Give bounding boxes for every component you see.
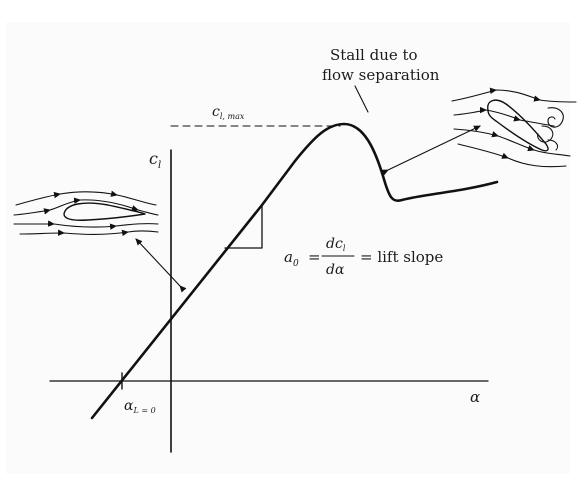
slope-numerator: dcl: [326, 236, 346, 253]
stall-leader-line: [354, 85, 369, 113]
stall-label-line2: flow separation: [322, 66, 440, 84]
lift-curve: [90, 122, 499, 420]
y-axis-label: cl: [149, 149, 161, 171]
lift-slope-equation: a0 = dcl dα = lift slope: [284, 236, 443, 278]
separated-flow-pointer: [381, 125, 481, 176]
cl-max-label: cl, max: [212, 104, 245, 121]
vortex-swirl-1: [547, 107, 564, 128]
streamline-left-3: [13, 220, 159, 230]
slope-description: = lift slope: [360, 248, 443, 266]
figure-background: [6, 22, 570, 474]
x-axis-label: α: [470, 388, 480, 406]
slope-triangle: [224, 204, 263, 249]
zero-lift-angle-label: αL = 0: [124, 398, 156, 415]
wake-curl: [547, 139, 559, 151]
streamline-right-2: [453, 106, 555, 127]
streamline-left-2: [13, 197, 159, 216]
airfoil-right-icon: [487, 99, 549, 152]
streamline-left-4: [19, 229, 159, 237]
slope-symbol: a0: [284, 248, 299, 269]
streamline-right-4: [457, 143, 567, 168]
airfoil-left-icon: [63, 202, 146, 221]
attached-flow-airfoil: [13, 190, 159, 237]
streamline-right-1: [451, 87, 577, 103]
separated-flow-airfoil: [451, 87, 577, 168]
stall-label-line1: Stall due to: [330, 46, 418, 64]
attached-flow-pointer: [135, 238, 187, 293]
slope-equals: =: [308, 248, 321, 266]
slope-denominator: dα: [326, 262, 345, 278]
